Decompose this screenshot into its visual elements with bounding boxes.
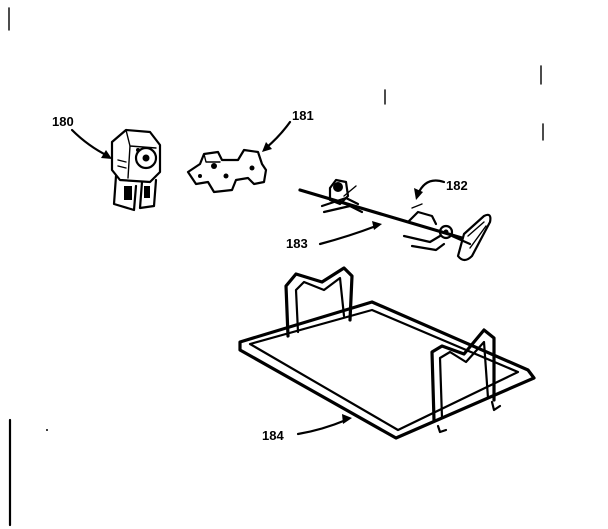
callout-183: 183 bbox=[286, 236, 308, 251]
callout-182: 182 bbox=[446, 178, 468, 193]
callout-184: 184 bbox=[262, 428, 284, 443]
spit-assembly-part bbox=[298, 178, 492, 262]
scan-marks bbox=[8, 7, 544, 527]
callout-181: 181 bbox=[292, 108, 314, 123]
motor-part bbox=[70, 128, 162, 212]
callout-180: 180 bbox=[52, 114, 74, 129]
bracket-part bbox=[186, 120, 292, 194]
grill-rack-part bbox=[238, 266, 536, 440]
